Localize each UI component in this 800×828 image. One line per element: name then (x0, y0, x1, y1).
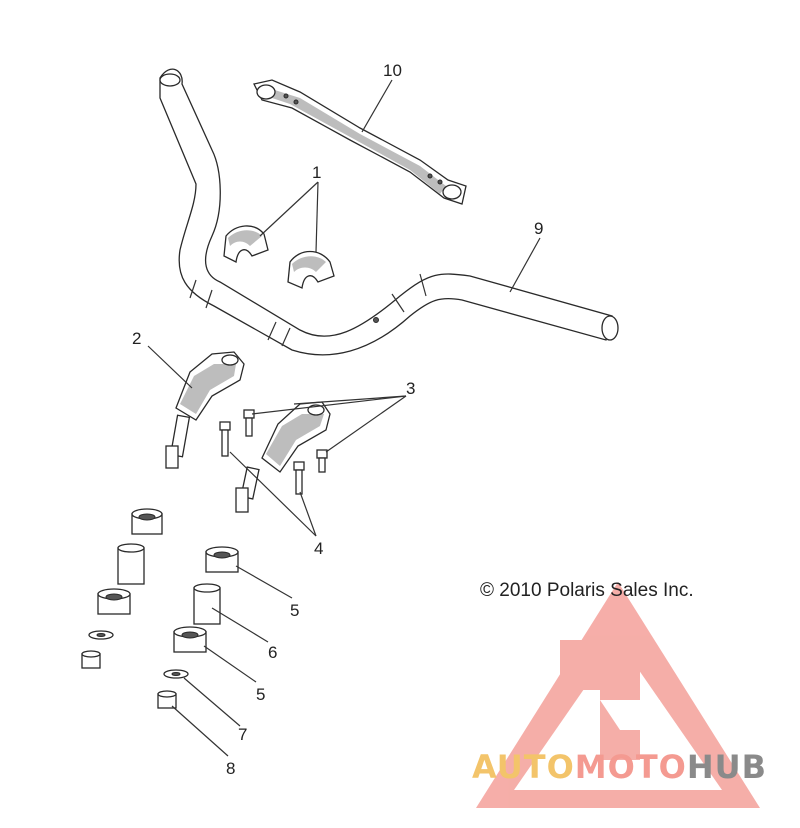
bolt-4a (219, 421, 231, 457)
callout-7: 7 (238, 725, 247, 744)
bushing-left-lower (97, 588, 131, 615)
bushing-right-lower (173, 626, 207, 653)
riser-left (165, 351, 245, 469)
watermark-hub: HUB (687, 748, 767, 786)
copyright-text: © 2010 Polaris Sales Inc. (480, 580, 694, 601)
nut-right (157, 690, 177, 709)
leader-lines (147, 79, 541, 757)
watermark-moto: MOTO (575, 748, 687, 786)
callout-10: 10 (383, 61, 402, 80)
watermark-text: AUTOMOTOHUB (472, 748, 767, 786)
washer-left (88, 630, 114, 640)
callout-2: 2 (132, 329, 141, 348)
watermark-logo (476, 582, 760, 808)
callout-9: 9 (534, 219, 543, 238)
washer-right (163, 669, 189, 679)
callout-1: 1 (312, 163, 321, 182)
callout-8: 8 (226, 759, 235, 778)
bushing-right-upper (205, 546, 239, 573)
sleeve-right (193, 583, 221, 625)
sleeve-left (117, 543, 145, 585)
callout-3: 3 (406, 379, 415, 398)
callout-5-upper: 5 (290, 601, 299, 620)
bolt-3b (316, 449, 328, 473)
callout-6: 6 (268, 643, 277, 662)
bolt-4b (293, 461, 305, 495)
riser-right (235, 401, 331, 513)
watermark-auto: AUTO (472, 748, 575, 786)
callout-4: 4 (314, 539, 323, 558)
cross-brace (253, 79, 467, 205)
callout-5-lower: 5 (256, 685, 265, 704)
clamp-right (287, 250, 335, 289)
nut-left (81, 650, 101, 669)
bushing-left-upper (131, 508, 163, 535)
clamp-left (223, 225, 269, 263)
handlebar (159, 68, 619, 356)
